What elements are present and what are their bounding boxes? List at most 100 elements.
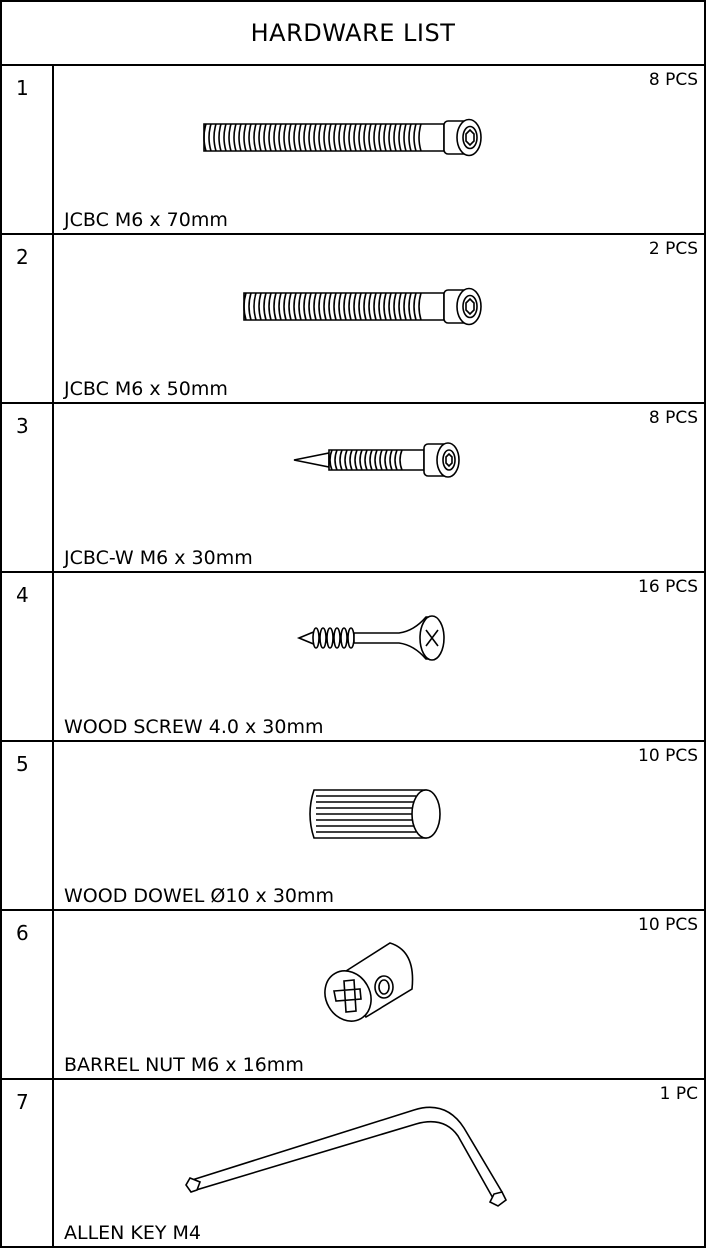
thread-line <box>274 124 276 151</box>
item-name: WOOD DOWEL Ø10 x 30mm <box>64 885 335 907</box>
thread-line <box>370 450 372 470</box>
thread-line <box>224 124 226 151</box>
thread-line <box>244 124 246 151</box>
thread-line <box>314 124 316 151</box>
thread-line <box>259 124 261 151</box>
thread-line <box>334 293 336 320</box>
thread-line <box>404 293 406 320</box>
item-cell: 8 PCS JCBC M6 x 70mm <box>54 66 704 233</box>
allen-key-icon <box>54 1080 704 1245</box>
thread-line <box>389 293 391 320</box>
hardware-row-3: 3 8 PCS JCBC-W M6 x 30mm <box>2 404 704 573</box>
thread-line <box>399 124 401 151</box>
thread-line <box>274 293 276 320</box>
thread-line <box>204 124 206 151</box>
item-number: 5 <box>2 742 54 909</box>
thread-line <box>344 124 346 151</box>
thread-line <box>394 293 396 320</box>
thread-line <box>324 293 326 320</box>
thread-line <box>375 450 377 470</box>
thread-line <box>355 450 357 470</box>
thread-line <box>399 293 401 320</box>
thread-line <box>284 124 286 151</box>
thread-line <box>254 124 256 151</box>
item-cell: 16 PCS WOOD SCREW 4.0 x 30mm <box>54 573 704 740</box>
item-quantity: 10 PCS <box>638 915 698 935</box>
long-bolt-icon <box>54 66 704 231</box>
thread-line <box>239 124 241 151</box>
item-name: JCBC M6 x 70mm <box>64 209 228 231</box>
item-number: 7 <box>2 1080 54 1246</box>
thread-turn <box>320 628 326 648</box>
thread-line <box>319 124 321 151</box>
thread-line <box>384 293 386 320</box>
thread-line <box>299 124 301 151</box>
thread-line <box>379 124 381 151</box>
thread-line <box>384 124 386 151</box>
thread-line <box>339 124 341 151</box>
thread-line <box>249 124 251 151</box>
thread-turn <box>341 628 347 648</box>
barrel-nut-icon <box>54 911 704 1076</box>
thread-line <box>349 293 351 320</box>
thread-line <box>264 124 266 151</box>
thread-line <box>364 293 366 320</box>
item-cell: 8 PCS JCBC-W M6 x 30mm <box>54 404 704 571</box>
thread-line <box>354 124 356 151</box>
thread-line <box>339 293 341 320</box>
wood-bolt-icon <box>54 404 704 569</box>
hardware-row-2: 2 2 PCS JCBC M6 x 50mm <box>2 235 704 404</box>
thread-line <box>394 124 396 151</box>
thread-line <box>294 124 296 151</box>
thread-line <box>340 450 342 470</box>
thread-line <box>314 293 316 320</box>
thread-line <box>229 124 231 151</box>
item-cell: 10 PCS BARREL NUT M6 x 16mm <box>54 911 704 1078</box>
thread-line <box>329 124 331 151</box>
item-name: JCBC M6 x 50mm <box>64 378 228 400</box>
item-number: 6 <box>2 911 54 1078</box>
medium-bolt-icon <box>54 235 704 400</box>
item-cell: 2 PCS JCBC M6 x 50mm <box>54 235 704 402</box>
thread-line <box>234 124 236 151</box>
thread-line <box>374 124 376 151</box>
thread-line <box>249 293 251 320</box>
thread-line <box>369 124 371 151</box>
thread-line <box>400 450 402 470</box>
hardware-list-title: HARDWARE LIST <box>2 2 704 66</box>
thread-line <box>294 293 296 320</box>
thread-line <box>359 124 361 151</box>
hardware-row-1: 1 8 PCS JCBC M6 x 70mm <box>2 66 704 235</box>
thread-line <box>284 293 286 320</box>
item-name: ALLEN KEY M4 <box>64 1222 202 1244</box>
item-cell: 10 PCS WOOD DOWEL Ø10 x 30mm <box>54 742 704 909</box>
item-name: JCBC-W M6 x 30mm <box>64 547 253 569</box>
thread-line <box>349 124 351 151</box>
thread-line <box>279 124 281 151</box>
thread-line <box>289 293 291 320</box>
item-name: BARREL NUT M6 x 16mm <box>64 1054 304 1076</box>
hardware-row-4: 4 16 PCS WOOD SCREW 4.0 x 30mm <box>2 573 704 742</box>
thread-line <box>354 293 356 320</box>
hardware-row-5: 5 10 PCS WOOD DOWEL Ø10 x 30mm <box>2 742 704 911</box>
thread-line <box>409 124 411 151</box>
item-name: WOOD SCREW 4.0 x 30mm <box>64 716 324 738</box>
item-number: 4 <box>2 573 54 740</box>
thread-line <box>350 450 352 470</box>
item-number: 1 <box>2 66 54 233</box>
hardware-row-7: 7 1 PC ALLEN KEY M4 <box>2 1080 704 1246</box>
item-quantity: 8 PCS <box>648 408 698 428</box>
thread-line <box>365 450 367 470</box>
thread-line <box>214 124 216 151</box>
thread-line <box>414 124 416 151</box>
thread-line <box>304 293 306 320</box>
thread-line <box>329 293 331 320</box>
thread-turn <box>334 628 340 648</box>
thread-turn <box>327 628 333 648</box>
thread-line <box>334 124 336 151</box>
thread-line <box>330 450 332 470</box>
thread-line <box>264 293 266 320</box>
thread-line <box>209 124 211 151</box>
thread-line <box>299 293 301 320</box>
